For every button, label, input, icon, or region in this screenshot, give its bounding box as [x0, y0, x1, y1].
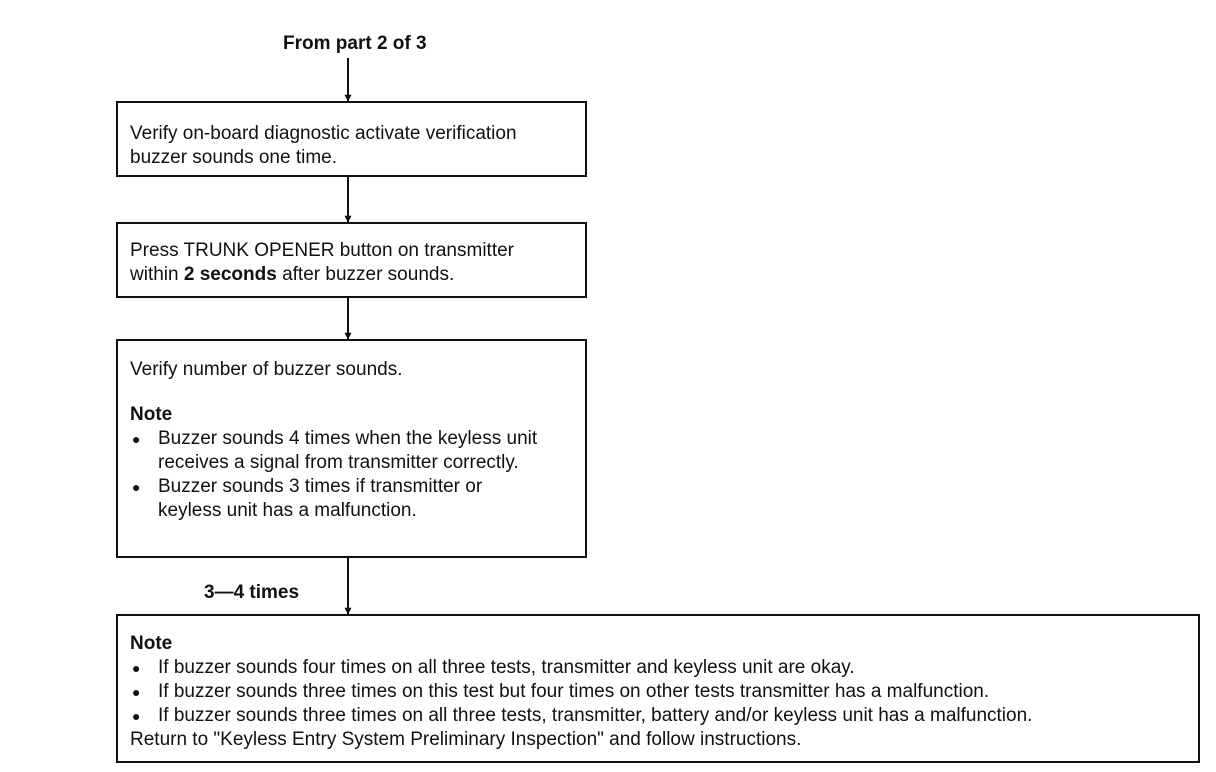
from-part-label: From part 2 of 3: [283, 33, 427, 54]
step3-note-heading: Note: [130, 404, 173, 425]
step3-note-list: Buzzer sounds 4 times when the keyless u…: [130, 427, 550, 523]
step1-line2: buzzer sounds one time.: [130, 147, 338, 168]
step-verify-initial-buzzer: Verify on-board diagnostic activate veri…: [116, 101, 587, 177]
step3-note-item: Buzzer sounds 4 times when the keyless u…: [130, 427, 550, 475]
step3-note-item: Buzzer sounds 3 times if transmitter or …: [130, 475, 550, 523]
final-note-item: If buzzer sounds three times on this tes…: [130, 680, 1186, 704]
step-verify-buzzer-count: Verify number of buzzer sounds. Note Buz…: [116, 339, 587, 558]
step3-text: Verify number of buzzer sounds.: [130, 359, 403, 380]
final-note-heading: Note: [130, 633, 173, 654]
final-note-footer: Return to "Keyless Entry System Prelimin…: [130, 729, 802, 750]
step-press-trunk-opener: Press TRUNK OPENER button on transmitter…: [116, 222, 587, 298]
step2-line2-prefix: within: [130, 264, 184, 285]
step2-line1: Press TRUNK OPENER button on transmitter: [130, 240, 514, 261]
final-note-box: Note If buzzer sounds four times on all …: [116, 614, 1200, 763]
final-note-list: If buzzer sounds four times on all three…: [130, 656, 1186, 728]
step2-line2-suffix: after buzzer sounds.: [276, 264, 455, 285]
final-note-item: If buzzer sounds three times on all thre…: [130, 704, 1186, 728]
branch-label: 3—4 times: [204, 582, 300, 603]
step2-time-limit: 2 seconds: [183, 264, 277, 285]
step1-line1: Verify on-board diagnostic activate veri…: [130, 123, 517, 144]
step2-line2: within 2 seconds after buzzer sounds.: [130, 263, 573, 287]
final-note-item: If buzzer sounds four times on all three…: [130, 656, 1186, 680]
